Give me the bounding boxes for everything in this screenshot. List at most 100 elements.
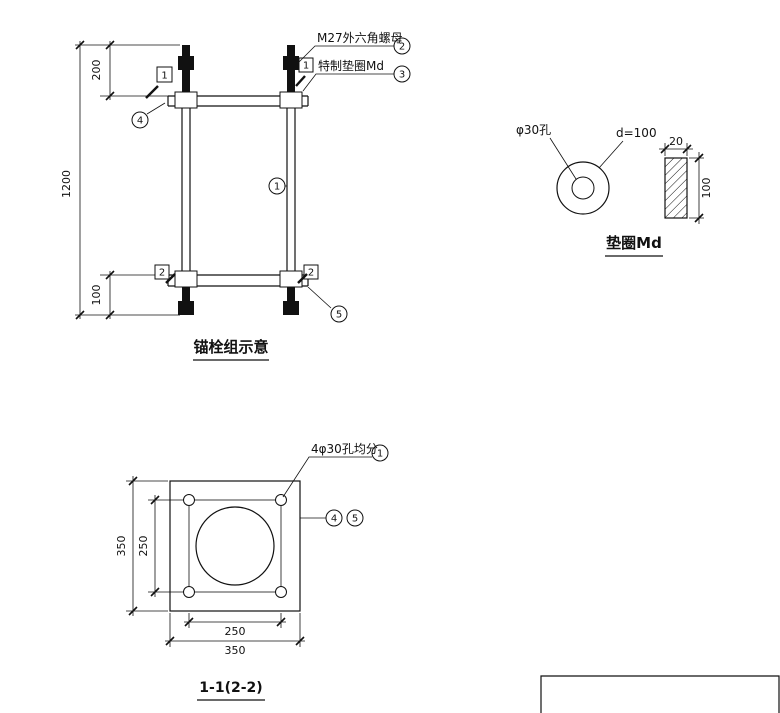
diameter-label: d=100 [616, 126, 657, 140]
section-mark-label: 1 [303, 61, 309, 72]
callout-nut-circle [393, 37, 411, 55]
holes-label: 4φ30孔均分 [311, 442, 378, 456]
washer-hole-circle [571, 176, 595, 200]
leader-line [307, 286, 332, 309]
bottom-anchor-plate [167, 274, 309, 287]
callout-plate-circle [131, 111, 149, 129]
callout-anchor-circle [330, 305, 348, 323]
bolt-hole [183, 586, 195, 598]
extension-lines [75, 44, 180, 316]
bolt-hole [275, 494, 287, 506]
washer-md-view: φ30孔 d=100 20 100 垫圈Md [516, 123, 713, 257]
leader-line [146, 102, 166, 115]
dimension-ticks [128, 476, 305, 646]
leader-line [298, 45, 394, 63]
washer-outer-circle [556, 161, 610, 215]
view-title-anchor: 锚栓组示意 [193, 338, 268, 356]
leader-line [302, 73, 394, 92]
hex-nut-bottom [178, 301, 194, 315]
callout-plate-number: 4 [137, 116, 143, 127]
dim-label-spacing-h: 250 [225, 625, 246, 638]
dim-label-thickness: 20 [669, 135, 683, 148]
section-mark-box [303, 264, 319, 280]
dim-label-total-height: 1200 [60, 170, 73, 198]
callout-anchor-circle [346, 509, 364, 527]
bolt-center-square [188, 499, 282, 593]
hex-nut-bottom [283, 301, 299, 315]
title-block-frame [540, 675, 780, 713]
callout-washer-number: 3 [399, 70, 405, 81]
threaded-rod-bottom [287, 287, 295, 303]
anchor-bolt-right [279, 45, 303, 315]
anchor-bolt-left [174, 45, 198, 315]
bolt-shank [286, 108, 296, 271]
washer-top [174, 91, 198, 109]
callout-plate-circle [325, 509, 343, 527]
threaded-rod-bottom [182, 287, 190, 303]
section-cut-1: 1 1 [145, 57, 314, 99]
dim-label-plate-h: 350 [225, 644, 246, 657]
top-template-plate [167, 95, 309, 107]
hex-nut-top [178, 56, 194, 70]
cut-line [145, 85, 159, 99]
dim-label-spacing-v: 250 [137, 536, 150, 557]
hole-label: φ30孔 [516, 123, 551, 137]
holes-annotation: 4φ30孔均分 1 [282, 442, 389, 498]
washer-bottom [279, 270, 303, 288]
section-mark-box [156, 66, 173, 83]
callout-holes-circle [371, 444, 389, 462]
dim-label-bottom-projection: 100 [90, 285, 103, 306]
callout-plate-number: 4 [331, 514, 337, 525]
nut-annotation: M27外六角螺母 2 [298, 31, 411, 63]
section-1-1-view: 250 350 250 350 4φ30孔均分 1 4 5 1-1(2-2) [115, 442, 389, 701]
callout-rod-number: 1 [274, 182, 280, 193]
washer-annotation: 特制垫圈Md 3 [302, 58, 411, 92]
washer-label: 特制垫圈Md [318, 58, 384, 73]
cut-line [295, 75, 306, 87]
plate-callouts: 4 5 [300, 509, 364, 527]
washer-bottom [174, 270, 198, 288]
leader-line [282, 456, 372, 498]
extension-lines [126, 480, 301, 647]
callout-anchor-number: 5 [352, 514, 358, 525]
view-title-washer: 垫圈Md [606, 234, 662, 252]
washer-side-view [664, 157, 688, 219]
dim-label-height: 100 [700, 178, 713, 199]
nut-label: M27外六角螺母 [317, 31, 403, 45]
callout-nut-number: 2 [399, 42, 405, 53]
anchor-bolt-view: 1200 200 100 [60, 31, 411, 361]
cut-line [165, 273, 176, 284]
plate-annotation: 4 [131, 102, 166, 129]
bolt-hole [183, 494, 195, 506]
view-title-section: 1-1(2-2) [199, 680, 262, 696]
callout-washer-circle [393, 65, 411, 83]
section-mark-label: 2 [159, 268, 165, 279]
dimension-ticks [75, 40, 115, 320]
base-plate-outline [169, 480, 301, 612]
dimension-ticks [660, 144, 704, 223]
washer-top [279, 91, 303, 109]
rod-annotation: 1 [268, 177, 287, 195]
section-mark-label: 1 [161, 71, 167, 82]
callout-anchor-number: 5 [336, 310, 342, 321]
dim-label-plate-v: 350 [115, 536, 128, 557]
dimension-lines [79, 41, 111, 319]
dimension-lines [132, 476, 305, 642]
cut-line [297, 273, 308, 284]
leader-line-hole [549, 137, 577, 180]
section-mark-box [154, 264, 170, 280]
column-circle [195, 506, 275, 586]
leader-line-diameter [598, 140, 624, 169]
section-cut-2: 2 2 [154, 264, 319, 284]
section-mark-box [298, 57, 314, 73]
anchor-plate-annotation: 5 [307, 286, 348, 323]
hex-nut-top [283, 56, 299, 70]
bolt-shank [181, 108, 191, 271]
dim-label-top-projection: 200 [90, 60, 103, 81]
callout-holes-number: 1 [377, 449, 383, 460]
section-mark-label: 2 [308, 268, 314, 279]
bolt-hole [275, 586, 287, 598]
